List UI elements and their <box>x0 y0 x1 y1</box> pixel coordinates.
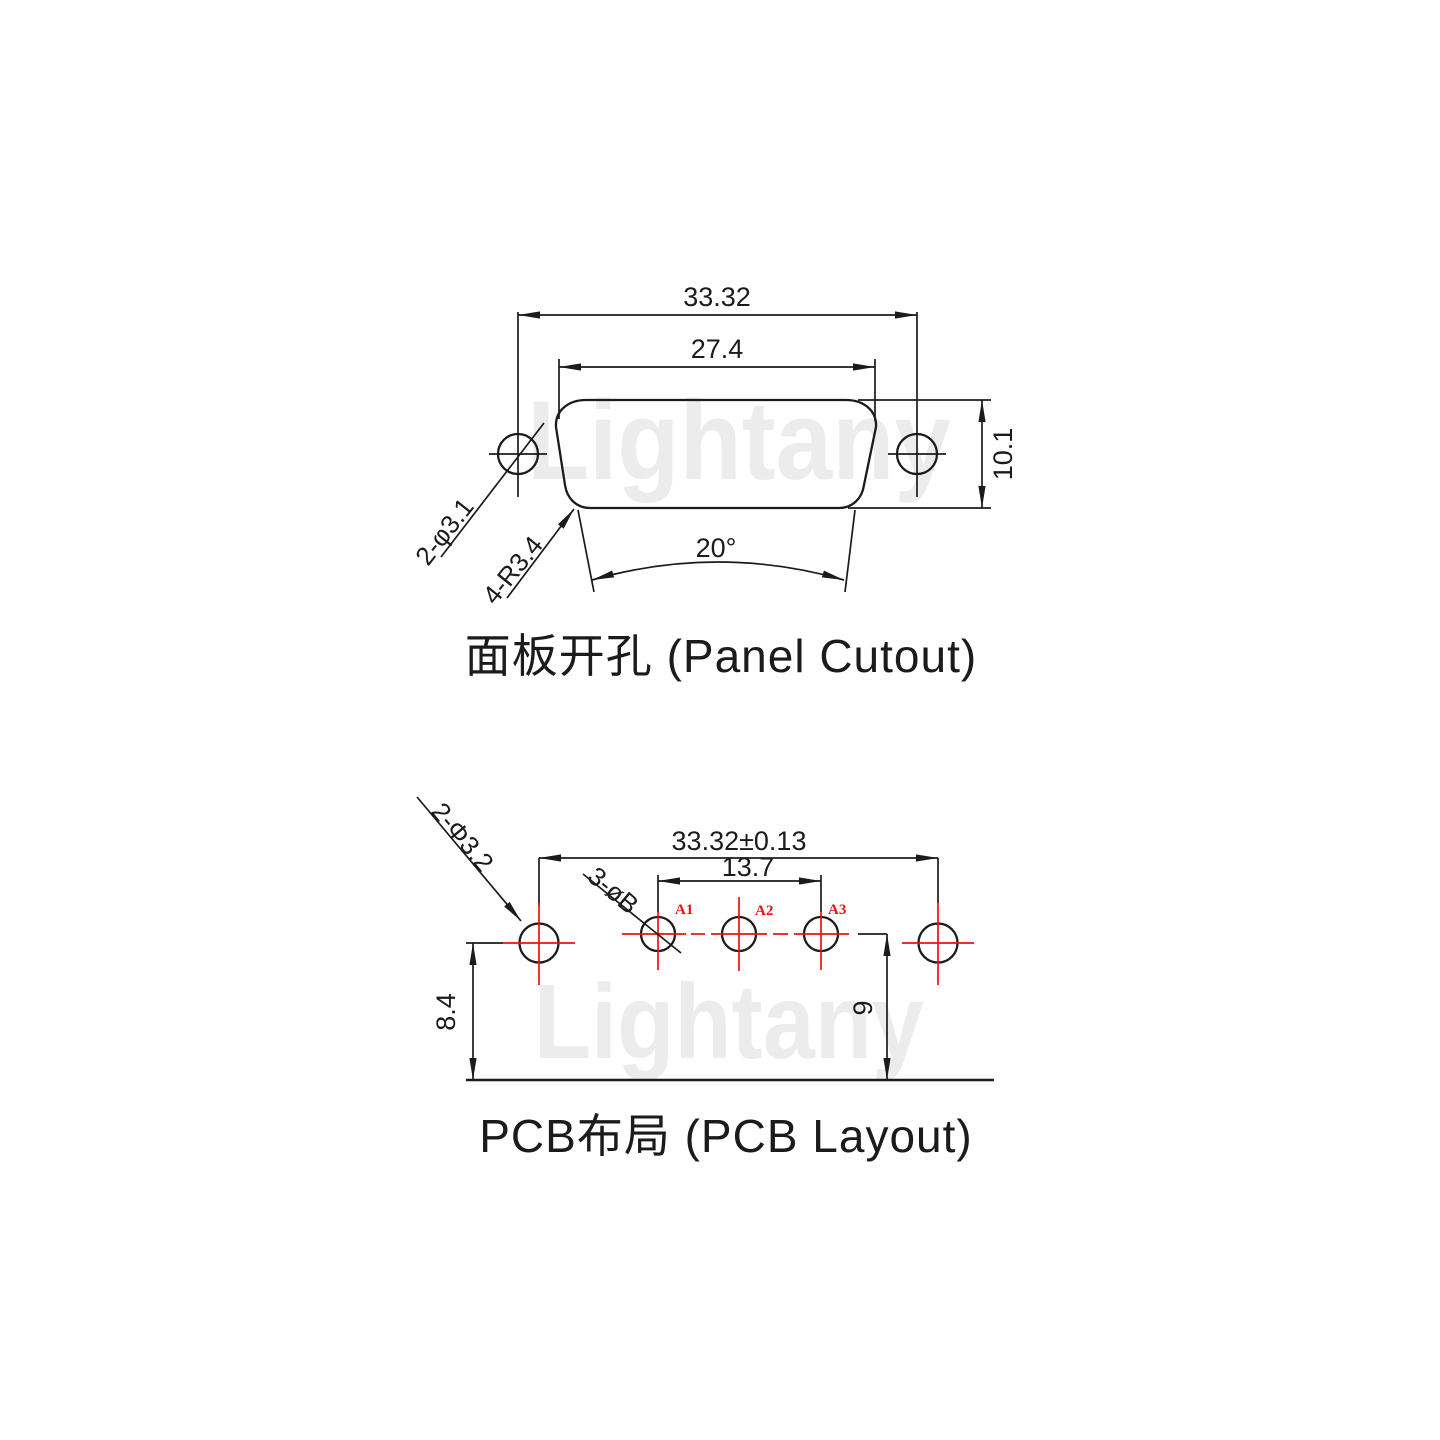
pcb-dim-mount-pitch: 33.32±0.13 <box>538 826 939 906</box>
pcb-layout-title: PCB布局 (PCB Layout) <box>479 1110 972 1162</box>
pcb-dim-right-height: 9 <box>848 933 891 1080</box>
watermark-top: Lightany <box>527 378 951 503</box>
pcb-dim-mount-pitch-text: 33.32±0.13 <box>672 826 807 856</box>
panel-dim-angle: 20° <box>577 509 856 593</box>
dsub-shell-outline <box>554 398 878 510</box>
pcb-dim-signal-pitch-text: 13.7 <box>722 852 775 882</box>
panel-dim-outer-width-text: 33.32 <box>683 282 751 312</box>
pcb-pad-label-a3: A3 <box>828 902 846 918</box>
pcb-signal-hole-a1: A1 <box>622 902 693 970</box>
watermark-bottom: Lightany <box>534 963 924 1081</box>
pcb-dim-left-height: 8.4 <box>431 942 503 1080</box>
panel-dim-inner-width: 27.4 <box>558 334 876 421</box>
pcb-signal-hole-a3: A3 <box>794 902 849 970</box>
panel-cutout-diagram: Lightany 33.32 27.4 <box>409 282 1018 682</box>
pcb-signal-hole-a2: A2 <box>711 897 773 971</box>
pcb-dim-left-height-text: 8.4 <box>431 993 461 1031</box>
panel-dim-height-text: 10.1 <box>988 428 1018 481</box>
pcb-pad-label-a2: A2 <box>755 903 773 919</box>
pcb-dim-right-height-text: 9 <box>848 1000 878 1015</box>
panel-dim-angle-text: 20° <box>696 533 737 563</box>
pcb-leader-mount-holes-text: 2-Φ3.2 <box>425 797 499 878</box>
panel-cutout-title: 面板开孔 (Panel Cutout) <box>465 630 977 682</box>
panel-dim-height: 10.1 <box>848 399 1018 509</box>
panel-leader-corner-radius: 4-R3.4 <box>476 508 575 610</box>
pcb-dim-signal-pitch: 13.7 <box>657 852 822 912</box>
pcb-layout-diagram: Lightany 33.32±0.13 13.7 <box>416 796 994 1162</box>
pcb-leader-mount-holes: 2-Φ3.2 <box>416 796 522 922</box>
panel-leader-corner-radius-text: 4-R3.4 <box>476 530 548 610</box>
pcb-pad-label-a1: A1 <box>675 902 693 918</box>
panel-dim-outer-width: 33.32 <box>518 282 917 319</box>
pcb-mount-hole-left <box>503 903 575 985</box>
panel-mount-hole-left <box>489 312 547 497</box>
pcb-leader-signal-holes: 3-øB <box>582 861 682 954</box>
panel-mount-hole-right <box>888 312 946 497</box>
pcb-mount-hole-right <box>902 903 974 985</box>
panel-leader-mount-holes-text: 2-φ3.1 <box>409 492 480 570</box>
panel-dim-inner-width-text: 27.4 <box>691 334 744 364</box>
pcb-leader-signal-holes-text: 3-øB <box>582 861 644 920</box>
